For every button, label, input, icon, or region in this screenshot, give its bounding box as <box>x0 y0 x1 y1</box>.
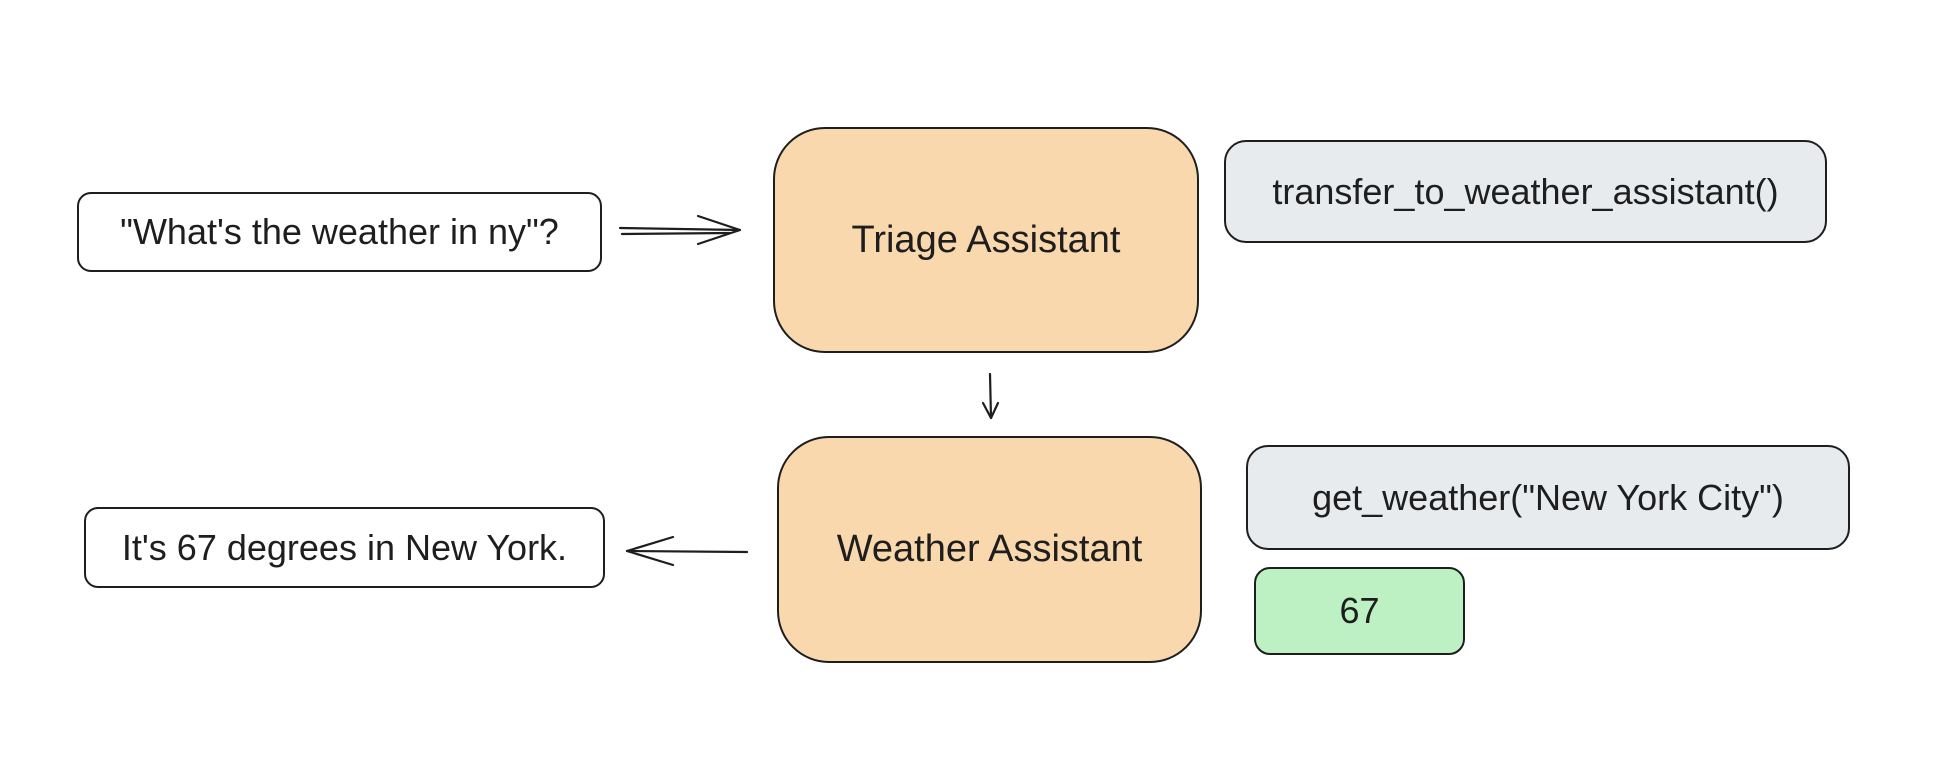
final-response-box: It's 67 degrees in New York. <box>84 507 605 588</box>
user-query-box: "What's the weather in ny"? <box>77 192 602 272</box>
get-weather-tool-call: get_weather("New York City") <box>1246 445 1850 550</box>
weather-result-value: 67 <box>1254 567 1465 655</box>
weather-result-label: 67 <box>1339 590 1380 631</box>
weather-assistant-label: Weather Assistant <box>836 528 1143 570</box>
transfer-tool-call: transfer_to_weather_assistant() <box>1224 140 1827 243</box>
weather-to-response-arrow <box>625 535 749 567</box>
triage-assistant-label: Triage Assistant <box>851 218 1121 261</box>
user-query-label: "What's the weather in ny"? <box>120 211 559 252</box>
triage-assistant-node: Triage Assistant <box>773 127 1199 353</box>
triage-to-weather-arrow <box>981 372 1000 420</box>
transfer-tool-call-label: transfer_to_weather_assistant() <box>1272 170 1779 212</box>
get-weather-tool-call-label: get_weather("New York City") <box>1312 476 1784 518</box>
weather-assistant-node: Weather Assistant <box>777 436 1202 663</box>
query-to-triage-arrow <box>618 214 742 246</box>
final-response-label: It's 67 degrees in New York. <box>121 526 568 568</box>
